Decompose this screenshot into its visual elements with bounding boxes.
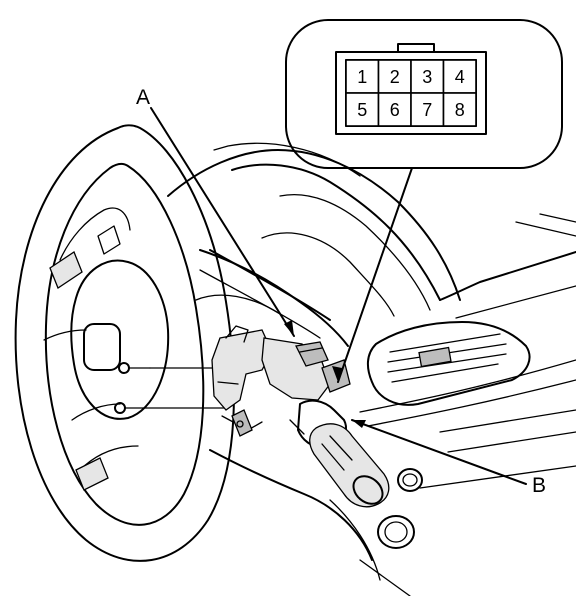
callout-label-b: B	[532, 474, 546, 497]
leader-lines	[150, 107, 527, 485]
connector-callout: 1 2 3 4 5 6 7 8	[285, 19, 563, 169]
pin-number: 6	[390, 100, 400, 120]
center-air-vent	[359, 321, 576, 489]
pin-number: 5	[357, 100, 367, 120]
leader-a	[150, 107, 295, 337]
pin-cavity	[377, 92, 412, 127]
leader-connector	[337, 167, 413, 383]
callout-label-a: A	[136, 86, 150, 109]
pin-grid: 1 2 3 4 5 6 7 8	[345, 59, 477, 127]
pin-cavity	[442, 92, 477, 127]
connector-lock-tab	[391, 43, 441, 53]
pin-cavity	[345, 92, 380, 127]
hub-emblem	[83, 323, 121, 371]
steering-wheel	[14, 124, 235, 562]
dash-knobs	[329, 468, 423, 597]
pin-cavity	[377, 59, 412, 94]
pin-number: 8	[455, 100, 465, 120]
lever-stalk	[309, 423, 390, 508]
bolt-lower	[114, 402, 147, 414]
left-lower-switch	[75, 457, 109, 491]
bolt-upper	[118, 362, 151, 374]
pin-number: 7	[422, 100, 432, 120]
pin-number: 3	[422, 67, 432, 87]
pin-number: 4	[455, 67, 465, 87]
pin-cavity	[410, 92, 445, 127]
pin-number: 2	[390, 67, 400, 87]
connector-face	[335, 51, 487, 135]
leader-b	[351, 419, 527, 485]
pin-number: 1	[357, 67, 367, 87]
dashboard	[167, 142, 576, 339]
left-spoke-switch	[49, 251, 83, 289]
callout-frame	[285, 19, 563, 169]
